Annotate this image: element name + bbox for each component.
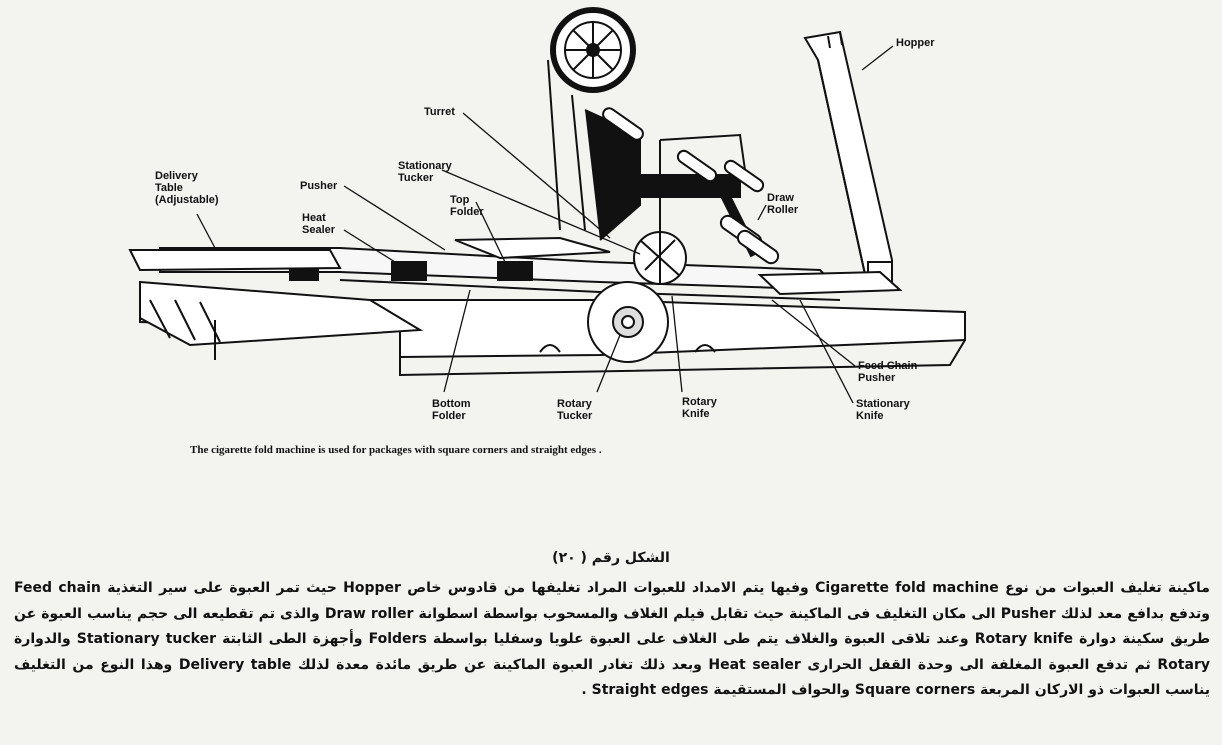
label-rotary-tucker: Rotary Tucker	[557, 398, 593, 422]
top-folder-plate	[454, 236, 611, 260]
label-draw-roller: Draw Roller	[767, 192, 799, 216]
body-paragraph: ماكينة تغليف العبوات من نوع Cigarette fo…	[14, 576, 1210, 704]
rear-frame	[659, 133, 746, 250]
feed-chain	[757, 270, 903, 296]
label-turret: Turret	[424, 106, 455, 118]
film-reel	[550, 7, 636, 93]
label-stationary-tucker: Stationary Tucker	[398, 160, 452, 184]
label-rotary-knife: Rotary Knife	[682, 396, 717, 420]
leader-lines	[196, 45, 894, 404]
delivery-table	[128, 249, 424, 360]
figure-caption: The cigarette fold machine is used for p…	[190, 444, 602, 456]
label-bottom-folder: Bottom Folder	[432, 398, 471, 422]
label-stationary-knife: Stationary Knife	[856, 398, 910, 422]
hopper	[803, 30, 893, 290]
paragraph-text: ماكينة تغليف العبوات من نوع Cigarette fo…	[14, 580, 1211, 698]
machine-drawing	[128, 7, 966, 404]
rollers	[602, 107, 780, 265]
label-feed-chain-pusher: Feed Chain Pusher	[858, 360, 918, 384]
label-delivery-table: Delivery Table (Adjustable)	[155, 170, 219, 206]
figure-number: الشكل رقم ( ٢٠)	[552, 550, 670, 566]
label-pusher: Pusher	[300, 180, 338, 192]
rotary-knife	[633, 231, 687, 285]
label-heat-sealer: Heat Sealer	[302, 212, 336, 236]
rotary-tucker	[587, 281, 669, 363]
label-hopper: Hopper	[896, 37, 935, 49]
label-top-folder: Top Folder	[450, 194, 484, 218]
machine-figure: Hopper Turret Stationary Tucker Delivery…	[128, 7, 966, 456]
